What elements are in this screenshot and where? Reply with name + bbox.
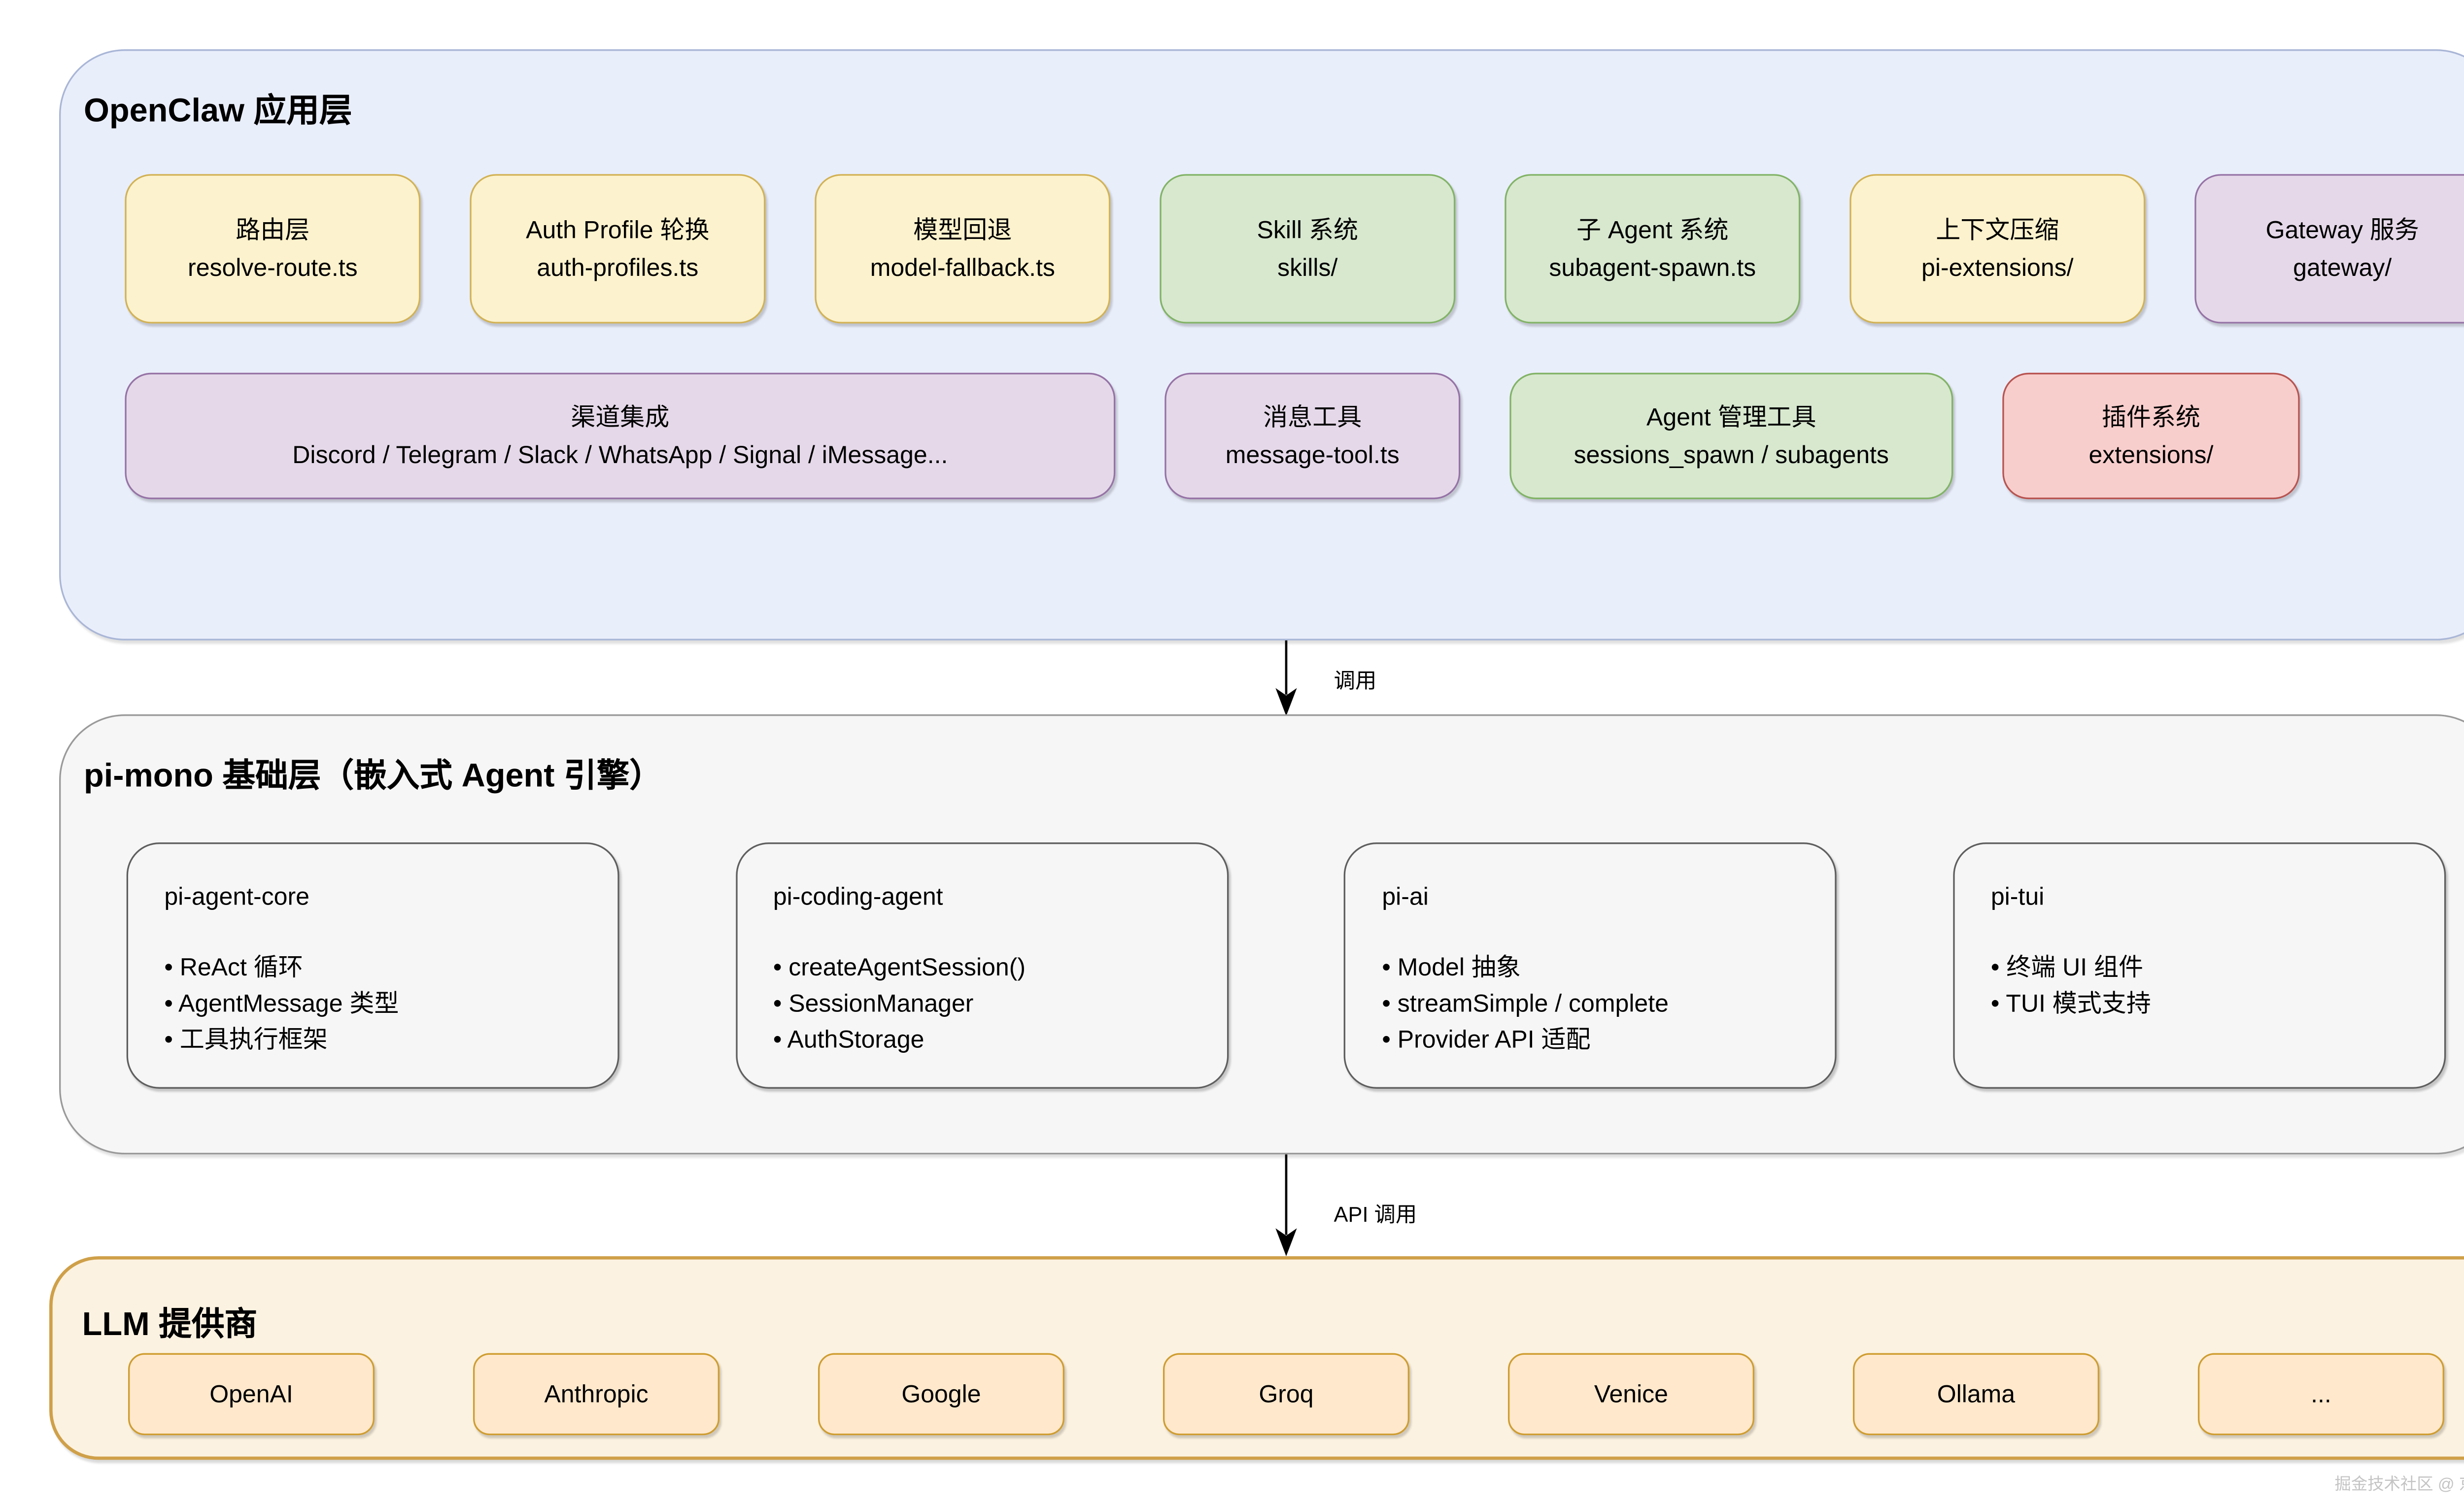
llm-layer-title: LLM 提供商: [82, 1307, 258, 1343]
box-subtitle: Discord / Telegram / Slack / WhatsApp / …: [292, 440, 948, 469]
provider-box: ...: [2197, 1353, 2444, 1436]
box-title: Auth Profile 轮换: [526, 216, 710, 244]
module-bullet-list: • 终端 UI 组件 • TUI 模式支持: [1991, 951, 2444, 1023]
provider-row: OpenAI Anthropic Google Groq Venice Ollama...: [128, 1353, 2444, 1436]
module-bullet-list: • Model 抽象 • streamSimple / complete • Pro…: [1382, 951, 1835, 1059]
box-subtitle: sessions_spawn / subagents: [1574, 440, 1889, 469]
box-subtitle: model-fallback.ts: [870, 253, 1055, 282]
module-bullet: • AgentMessage 类型: [164, 990, 399, 1018]
module-bullet-list: • createAgentSession() • SessionManager • …: [773, 951, 1227, 1059]
diagram-box: Agent 管理工具 sessions_spawn / subagents: [1509, 372, 1953, 500]
module-bullet: • ReAct 循环: [164, 954, 303, 982]
module-box: pi-coding-agent • createAgentSession() • S…: [735, 842, 1229, 1089]
call-arrow-label: 调用: [1334, 668, 1377, 693]
diagram-box: 模型回退 model-fallback.ts: [815, 174, 1111, 324]
box-subtitle: subagent-spawn.ts: [1549, 253, 1756, 282]
box-title: 上下文压缩: [1936, 216, 2059, 244]
provider-box: Venice: [1507, 1353, 1754, 1436]
box-title: Gateway 服务: [2265, 216, 2419, 244]
box-subtitle: resolve-route.ts: [188, 253, 358, 282]
module-name: pi-agent-core: [164, 883, 309, 911]
module-bullet: • 终端 UI 组件: [1990, 954, 2144, 982]
diagram-box: 路由层 resolve-route.ts: [125, 174, 421, 324]
module-bullet: • createAgentSession(): [773, 954, 1026, 982]
box-title: 路由层: [236, 216, 310, 244]
box-subtitle: gateway/: [2293, 253, 2392, 282]
module-bullet: • 工具执行框架: [164, 1026, 328, 1054]
module-bullet: • Model 抽象: [1382, 954, 1521, 982]
app-row-1: 路由层 resolve-route.ts Auth Profile 轮换 auth-p…: [125, 174, 2464, 324]
box-title: 模型回退: [913, 216, 1012, 244]
box-title: 消息工具: [1263, 403, 1362, 431]
module-box: pi-agent-core • ReAct 循环 • AgentMessage 类型…: [126, 842, 619, 1089]
provider-box: Google: [818, 1353, 1064, 1436]
pi-mono-layer-title: pi-mono 基础层（嵌入式 Agent 引擎）: [83, 758, 662, 795]
diagram-box: 上下文压缩 pi-extensions/: [1849, 174, 2146, 324]
module-name: pi-coding-agent: [773, 883, 943, 911]
diagram-box: Skill 系统 skills/: [1160, 174, 1456, 324]
box-subtitle: pi-extensions/: [1921, 253, 2074, 282]
box-title: 渠道集成: [571, 403, 670, 431]
module-bullet: • AuthStorage: [773, 1026, 924, 1054]
box-title: 插件系统: [2101, 403, 2200, 431]
provider-box: OpenAI: [128, 1353, 375, 1436]
box-subtitle: auth-profiles.ts: [537, 253, 699, 282]
layer-openclaw-app: OpenClaw 应用层 路由层 resolve-route.ts Auth Pro…: [59, 49, 2464, 640]
diagram-box: Gateway 服务 gateway/: [2194, 174, 2464, 324]
api-call-arrow: [1275, 1154, 1297, 1256]
box-subtitle: skills/: [1277, 253, 1338, 282]
module-bullet: • TUI 模式支持: [1990, 990, 2151, 1018]
diagram-box: 消息工具 message-tool.ts: [1164, 372, 1461, 500]
diagram-box: 插件系统 extensions/: [2002, 372, 2300, 500]
call-arrow: [1275, 640, 1297, 716]
box-title: Agent 管理工具: [1646, 403, 1816, 431]
module-name: pi-tui: [1990, 883, 2045, 911]
provider-box: Ollama: [1852, 1353, 2099, 1436]
module-name: pi-ai: [1382, 883, 1429, 911]
watermark: 掘金技术社区 @ 京东云开发者: [2334, 1476, 2464, 1495]
box-subtitle: extensions/: [2088, 440, 2214, 469]
box-title: Skill 系统: [1257, 216, 1359, 244]
diagram-box: Auth Profile 轮换 auth-profiles.ts: [470, 174, 766, 324]
provider-box: Anthropic: [473, 1353, 719, 1436]
module-bullet: • SessionManager: [773, 990, 974, 1018]
app-row-2: 渠道集成 Discord / Telegram / Slack / WhatsAp…: [125, 372, 2300, 500]
module-box: pi-tui • 终端 UI 组件 • TUI 模式支持: [1953, 842, 2446, 1089]
api-call-arrow-label: API 调用: [1334, 1202, 1417, 1227]
box-subtitle: message-tool.ts: [1225, 440, 1400, 469]
provider-box: Groq: [1163, 1353, 1409, 1436]
module-box: pi-ai • Model 抽象 • streamSimple / complete…: [1344, 842, 1837, 1089]
openclaw-layer-title: OpenClaw 应用层: [83, 93, 352, 130]
module-bullet: • Provider API 适配: [1382, 1026, 1591, 1054]
box-title: 子 Agent 系统: [1576, 216, 1729, 244]
diagram-box: 子 Agent 系统 subagent-spawn.ts: [1505, 174, 1801, 324]
module-bullet-list: • ReAct 循环 • AgentMessage 类型 • 工具执行框架: [164, 951, 617, 1059]
module-bullet: • streamSimple / complete: [1382, 990, 1669, 1018]
layer-pi-mono-base: pi-mono 基础层（嵌入式 Agent 引擎） pi-agent-core •…: [59, 714, 2464, 1155]
base-modules: pi-agent-core • ReAct 循环 • AgentMessage 类型…: [126, 842, 2446, 1089]
diagram-box: 渠道集成 Discord / Telegram / Slack / WhatsAp…: [125, 372, 1116, 500]
